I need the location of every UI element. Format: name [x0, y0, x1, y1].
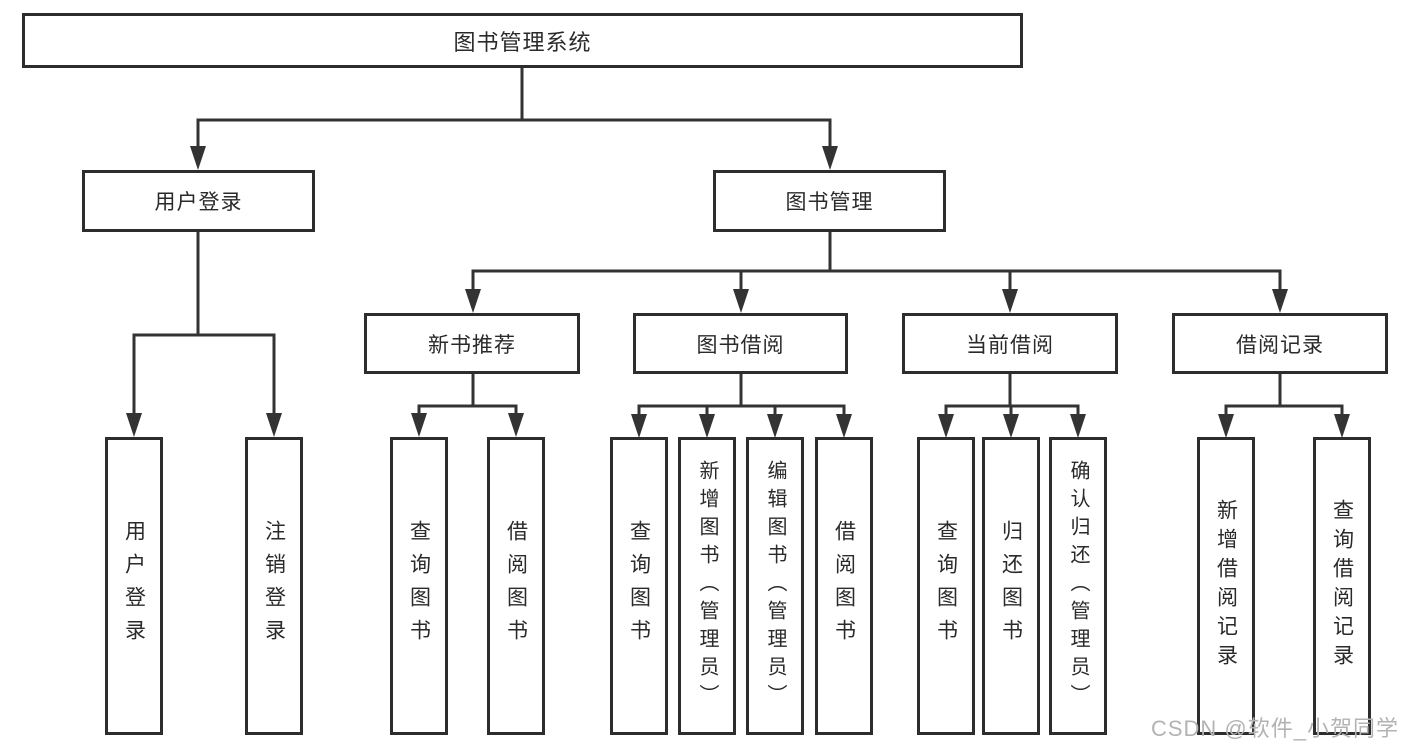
node-label: 用户登录	[154, 191, 243, 214]
node-label: 新书推荐	[428, 333, 516, 357]
node-label: 当前借阅	[966, 333, 1054, 357]
leaf-label: 查询借阅记录	[1330, 499, 1354, 673]
leaf-label: 确认归还（管理员）	[1067, 460, 1089, 712]
node-borrow-records: 借阅记录	[1172, 313, 1388, 374]
leaf-label: 新增借阅记录	[1214, 499, 1238, 673]
leaf-label: 编辑图书（管理员）	[764, 460, 786, 712]
leaf-nb-query-books: 查询图书	[390, 437, 448, 735]
node-new-book-recommend: 新书推荐	[364, 313, 580, 374]
node-library-management-system: 图书管理系统	[22, 13, 1023, 68]
leaf-label: 查询图书	[407, 520, 431, 652]
leaf-user-login: 用户登录	[105, 437, 163, 735]
leaf-cb-query-books: 查询图书	[917, 437, 975, 735]
leaf-logout: 注销登录	[245, 437, 303, 735]
leaf-label: 用户登录	[122, 520, 146, 652]
watermark-text: CSDN @软件_小贺同学	[1150, 716, 1399, 741]
leaf-cb-return-books: 归还图书	[982, 437, 1040, 735]
node-label: 图书借阅	[696, 333, 785, 357]
leaf-br-query-record: 查询借阅记录	[1313, 437, 1371, 735]
node-label: 图书管理	[785, 191, 874, 214]
leaf-bb-borrow-books: 借阅图书	[815, 437, 873, 735]
leaf-label: 新增图书（管理员）	[696, 460, 718, 712]
node-current-borrow: 当前借阅	[902, 313, 1118, 374]
leaf-bb-edit-books-admin: 编辑图书（管理员）	[746, 437, 804, 735]
leaf-label: 查询图书	[934, 520, 958, 652]
leaf-cb-confirm-return-admin: 确认归还（管理员）	[1049, 437, 1107, 735]
node-book-borrow: 图书借阅	[633, 313, 848, 374]
leaf-label: 注销登录	[262, 520, 286, 652]
leaf-label: 查询图书	[627, 520, 651, 652]
leaf-bb-query-books: 查询图书	[610, 437, 668, 735]
leaf-label: 借阅图书	[832, 520, 856, 652]
node-label: 图书管理系统	[453, 29, 592, 55]
node-user-login: 用户登录	[82, 170, 315, 232]
leaf-label: 借阅图书	[504, 520, 528, 652]
leaf-bb-add-books-admin: 新增图书（管理员）	[678, 437, 736, 735]
leaf-label: 归还图书	[999, 520, 1023, 652]
leaf-nb-borrow-books: 借阅图书	[487, 437, 545, 735]
leaf-br-add-record: 新增借阅记录	[1197, 437, 1255, 735]
arrowhead-group	[126, 146, 1350, 438]
node-book-management: 图书管理	[713, 170, 946, 232]
node-label: 借阅记录	[1236, 333, 1324, 357]
